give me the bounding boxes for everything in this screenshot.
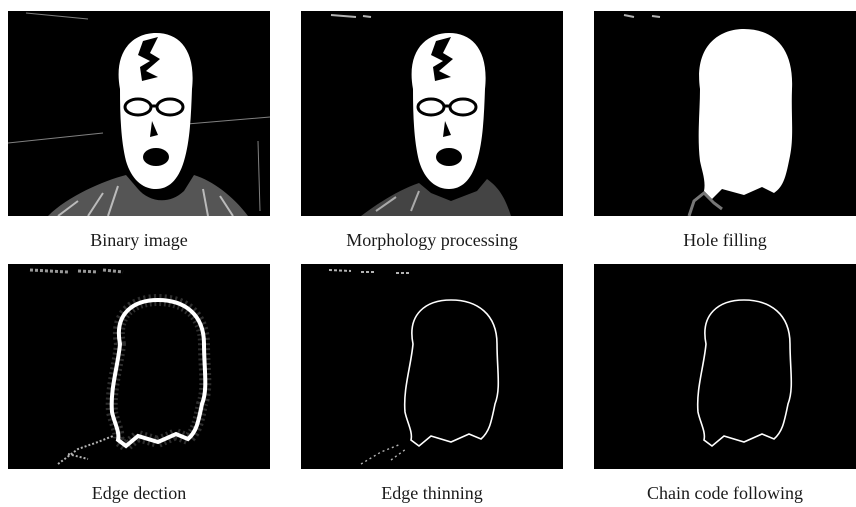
morphology-face-image bbox=[301, 11, 563, 216]
filled-head-silhouette bbox=[594, 11, 856, 216]
thin-edge-contour bbox=[301, 264, 563, 469]
noisy-edge-contour bbox=[8, 264, 270, 469]
panel-edge-thinning: Edge thinning bbox=[301, 264, 563, 469]
caption-hole-filling: Hole filling bbox=[594, 229, 856, 251]
binary-face-image bbox=[8, 11, 270, 216]
panel-morphology-processing: Morphology processing bbox=[301, 11, 563, 216]
caption-morphology-processing: Morphology processing bbox=[301, 229, 563, 251]
panel-edge-detection: Edge dection bbox=[8, 264, 270, 469]
caption-chain-code-following: Chain code following bbox=[594, 482, 856, 504]
clean-contour bbox=[594, 264, 856, 469]
caption-binary-image: Binary image bbox=[8, 229, 270, 251]
panel-chain-code-following: Chain code following bbox=[594, 264, 856, 469]
caption-edge-detection: Edge dection bbox=[8, 482, 270, 504]
caption-edge-thinning: Edge thinning bbox=[301, 482, 563, 504]
panel-hole-filling: Hole filling bbox=[594, 11, 856, 216]
panel-binary-image: Binary image bbox=[8, 11, 270, 216]
